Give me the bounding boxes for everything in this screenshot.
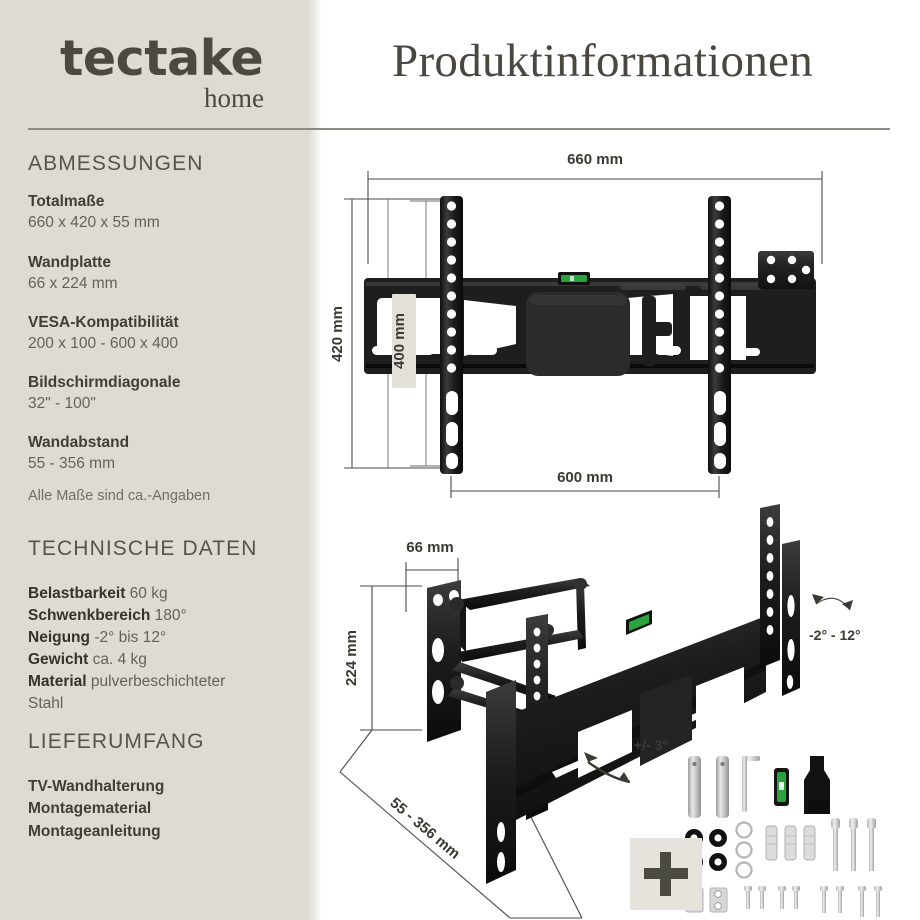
spec-value: 60 kg [129,585,168,602]
entry-term: Bildschirmdiagonale [28,374,181,391]
spec-neigung: Neigung -2° bis 12° [28,627,296,649]
mounting-hardware-set [685,756,882,917]
dimension-entry-wandabstand: Wandabstand 55 - 356 mm [28,433,296,475]
washer-white-icon [735,821,753,879]
spirit-level-icon [558,272,590,285]
entry-value: 55 - 356 mm [28,454,116,472]
mount-swivel-knuckle [642,296,672,366]
dimensions-note: Alle Maße sind ca.-Angaben [28,488,211,504]
delivery-item-wandhalterung: TV-Wandhalterung [28,778,165,795]
mount-column-left [440,196,463,474]
dim-600mm-label: 600 mm [557,469,613,486]
entry-term: VESA-Kompatibilität [28,314,179,331]
annotation-tilt-angle: -2° - 12° [809,594,861,643]
spec-schwenkbereich: Schwenkbereich 180° [28,605,296,627]
dim-400mm-label: 400 mm [391,313,408,369]
sidebar-fade-edge [308,0,322,920]
wood-screw-icon [831,818,876,871]
technical-specs-list: Belastbarkeit 60 kg Schwenkbereich 180° … [28,583,296,715]
dim-600mm: 600 mm [450,469,720,498]
dim-660mm-label: 660 mm [567,151,623,168]
dimension-entry-wandplatte: Wandplatte 66 x 224 mm [28,253,296,295]
spec-gewicht: Gewicht ca. 4 kg [28,649,296,671]
allen-key-icon [742,756,760,812]
arm-pivot-joints [450,578,587,690]
mount-strip-left [486,680,516,884]
dim-66mm-label: 66 mm [406,539,454,556]
entry-term: Wandplatte [28,254,111,271]
spacer-tube-icon [688,756,701,818]
section-heading-lieferumfang: LIEFERUMFANG [28,730,205,753]
tilt-angle-label: -2° - 12° [809,627,861,643]
spec-key: Neigung [28,629,90,646]
plus-tile [630,838,702,910]
machine-bolt-icon [744,886,882,917]
mount-column-right [708,196,731,474]
dimension-entry-bildschirmdiagonale: Bildschirmdiagonale 32" - 100" [28,373,296,415]
dimension-entry-totalmasse: Totalmaße 660 x 420 x 55 mm [28,192,296,234]
spec-key: Belastbarkeit [28,585,126,602]
dim-224mm: 224 mm [343,585,422,731]
wall-plug-icon [765,825,816,861]
brand-logo: tectake home [60,34,290,112]
mount-center-box [526,292,630,376]
dim-660mm: 660 mm [367,151,823,264]
entry-value: 66 x 224 mm [28,274,118,292]
diagram-perspective-view: 66 mm 224 mm 55 - 356 mm [330,500,910,920]
dim-224mm-label: 224 mm [343,630,360,686]
scope-of-delivery-list: TV-Wandhalterung Montagematerial Montage… [28,776,296,843]
spec-value-wrap: Stahl [28,695,64,712]
mount-column-tall-right [760,504,800,696]
brand-subtitle: home [204,83,264,113]
spec-key: Material [28,673,87,690]
sidebar-background [0,0,308,920]
spirit-level-tool-icon [774,768,789,806]
spec-belastbarkeit: Belastbarkeit 60 kg [28,583,296,605]
dim-420mm: 420 mm [329,198,442,469]
dim-wall-distance-label: 55 - 356 mm [387,794,464,862]
delivery-item-montagematerial: Montagematerial [28,800,152,818]
entry-value: 32" - 100" [28,394,96,412]
diagram-front-view: 660 mm 420 mm [329,146,910,506]
dimension-entry-vesa: VESA-Kompatibilität 200 x 100 - 600 x 40… [28,313,296,355]
annotation-level-angle: +/- 3° [584,737,668,784]
spec-value: -2° bis 12° [94,629,167,646]
brand-name: tectake [60,30,264,87]
spec-value: 180° [154,607,187,624]
spec-material-continued: Stahl [28,693,296,715]
header-divider [28,128,890,130]
page-title: Produktinformationen [392,35,814,87]
spacer-tube-icon [716,756,729,818]
dim-420mm-label: 420 mm [329,306,346,362]
spec-material: Material pulverbeschichteter [28,671,296,693]
entry-value: 200 x 100 - 600 x 400 [28,334,178,352]
entry-term: Totalmaße [28,193,105,210]
spec-key: Schwenkbereich [28,607,151,624]
screwdriver-icon [804,756,830,814]
spec-key: Gewicht [28,651,89,668]
section-heading-technische-daten: TECHNISCHE DATEN [28,537,258,560]
arm-link-upper [458,578,590,662]
mount-wall-plate [758,251,814,289]
mount-tilt-panel [516,610,766,820]
spirit-level-icon-2 [626,610,652,635]
section-heading-abmessungen: ABMESSUNGEN [28,152,204,175]
spec-value: pulverbeschichteter [90,673,226,690]
entry-value: 660 x 420 x 55 mm [28,213,160,231]
spec-value: ca. 4 kg [92,651,147,668]
level-angle-label: +/- 3° [634,737,668,753]
dim-400mm: 400 mm [391,294,416,388]
delivery-item-montageanleitung: Montageanleitung [28,822,161,840]
entry-term: Wandabstand [28,434,130,451]
